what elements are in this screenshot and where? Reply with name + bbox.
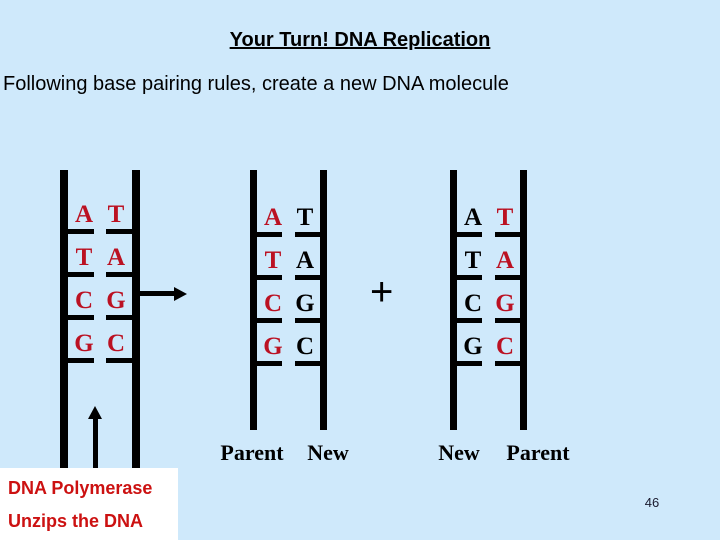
page-number: 46 bbox=[644, 495, 660, 510]
dna-base-right: A bbox=[106, 244, 126, 271]
dna-base-left: T bbox=[75, 244, 93, 271]
strand-label-parent-right: Parent bbox=[506, 440, 570, 465]
dna-base-left: C bbox=[74, 287, 94, 314]
base-pair-rung-right bbox=[495, 232, 520, 237]
base-pair-rung-left bbox=[457, 318, 482, 323]
dna-backbone-left bbox=[450, 170, 457, 430]
base-pair-rung-left bbox=[68, 358, 94, 363]
dna-backbone-left bbox=[60, 170, 68, 475]
dna-base-right: C bbox=[495, 333, 515, 360]
dna-base-right: T bbox=[296, 204, 314, 231]
base-pair-rung-left bbox=[68, 315, 94, 320]
replication-arrow-shaft bbox=[140, 291, 176, 296]
base-pair-rung-left bbox=[257, 275, 282, 280]
dna-base-left: T bbox=[264, 247, 282, 274]
base-pair-rung-left bbox=[257, 232, 282, 237]
strand-label-new-right: New bbox=[307, 440, 349, 465]
dna-base-right: G bbox=[495, 290, 515, 317]
dna-base-left: G bbox=[263, 333, 283, 360]
dna-backbone-right bbox=[320, 170, 327, 430]
base-pair-rung-left bbox=[68, 272, 94, 277]
dna-base-right: G bbox=[295, 290, 315, 317]
dna-base-left: C bbox=[263, 290, 283, 317]
caption-line-1: DNA Polymerase bbox=[8, 478, 153, 498]
dna-base-right: G bbox=[106, 287, 126, 314]
dna-base-right: A bbox=[495, 247, 515, 274]
base-pair-rung-left bbox=[68, 229, 94, 234]
base-pair-rung-right bbox=[495, 361, 520, 366]
polymerase-arrow-head bbox=[88, 406, 102, 419]
base-pair-rung-right bbox=[295, 318, 320, 323]
base-pair-rung-right bbox=[295, 232, 320, 237]
dna-base-right: T bbox=[496, 204, 514, 231]
dna-base-right: A bbox=[295, 247, 315, 274]
base-pair-rung-right bbox=[106, 229, 132, 234]
dna-base-left: T bbox=[464, 247, 482, 274]
dna-backbone-left bbox=[250, 170, 257, 430]
base-pair-rung-right bbox=[495, 275, 520, 280]
dna-base-left: C bbox=[463, 290, 483, 317]
dna-base-left: A bbox=[263, 204, 283, 231]
dna-base-right: C bbox=[106, 330, 126, 357]
base-pair-rung-right bbox=[495, 318, 520, 323]
caption-line-2: Unzips the DNA bbox=[8, 511, 143, 531]
dna-base-left: G bbox=[463, 333, 483, 360]
strand-label-parent-left: Parent bbox=[220, 440, 284, 465]
base-pair-rung-left bbox=[257, 318, 282, 323]
dna-base-left: A bbox=[463, 204, 483, 231]
dna-backbone-right bbox=[132, 170, 140, 475]
base-pair-rung-right bbox=[295, 361, 320, 366]
base-pair-rung-right bbox=[106, 315, 132, 320]
slide-subtitle: Following base pairing rules, create a n… bbox=[3, 73, 509, 95]
dna-base-right: C bbox=[295, 333, 315, 360]
base-pair-rung-left bbox=[457, 232, 482, 237]
base-pair-rung-left bbox=[457, 361, 482, 366]
polymerase-caption-box: DNA Polymerase Unzips the DNA bbox=[0, 468, 178, 540]
base-pair-rung-right bbox=[106, 358, 132, 363]
dna-base-left: A bbox=[74, 201, 94, 228]
dna-base-right: T bbox=[107, 201, 125, 228]
base-pair-rung-right bbox=[106, 272, 132, 277]
page-title: Your Turn! DNA Replication bbox=[229, 29, 491, 51]
plus-operator: + bbox=[370, 270, 394, 314]
strand-label-new-left: New bbox=[438, 440, 480, 465]
replication-arrow-head bbox=[174, 287, 187, 301]
base-pair-rung-left bbox=[457, 275, 482, 280]
base-pair-rung-left bbox=[257, 361, 282, 366]
dna-base-left: G bbox=[74, 330, 94, 357]
base-pair-rung-right bbox=[295, 275, 320, 280]
dna-backbone-right bbox=[520, 170, 527, 430]
polymerase-arrow-shaft bbox=[93, 418, 98, 472]
